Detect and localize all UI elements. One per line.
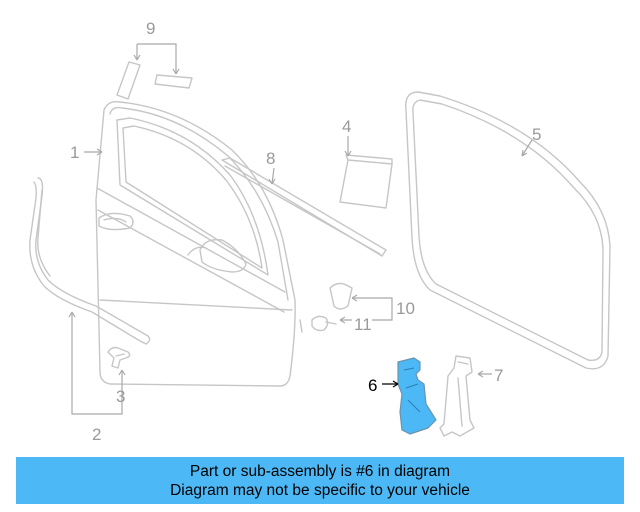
part-4-plate — [339, 154, 393, 209]
info-banner: Part or sub-assembly is #6 in diagram Di… — [16, 457, 624, 504]
leader-lines — [68, 43, 533, 415]
callout-4: 4 — [342, 117, 351, 136]
part-2-weatherstrip — [29, 177, 151, 345]
part-6-pillar-trim-highlighted[interactable] — [397, 357, 437, 435]
part-9-moldings — [116, 61, 193, 100]
callout-1: 1 — [70, 143, 79, 162]
callout-2: 2 — [92, 425, 101, 444]
callout-9: 9 — [146, 19, 155, 38]
leader-6 — [382, 380, 399, 388]
part-5-weatherstrip — [405, 91, 611, 370]
banner-line-2: Diagram may not be specific to your vehi… — [170, 481, 470, 499]
part-7-pillar-trim — [439, 355, 475, 437]
part-3-clip — [107, 346, 131, 369]
callout-6: 6 — [368, 376, 377, 395]
callout-7: 7 — [494, 366, 503, 385]
callout-10: 10 — [396, 299, 415, 318]
callouts: 9 1 4 5 8 10 11 3 2 7 6 — [70, 19, 541, 444]
part-8-belt-molding — [221, 157, 387, 257]
callout-11: 11 — [354, 315, 372, 334]
callout-8: 8 — [266, 149, 275, 168]
parts-diagram: 9 1 4 5 8 10 11 3 2 7 6 — [29, 19, 611, 444]
callout-3: 3 — [116, 387, 125, 406]
part-10-cap — [329, 282, 353, 310]
part-11-clip — [311, 315, 337, 332]
callout-5: 5 — [532, 125, 541, 144]
part-1-front-door — [95, 100, 303, 387]
banner-line-1: Part or sub-assembly is #6 in diagram — [189, 462, 451, 480]
